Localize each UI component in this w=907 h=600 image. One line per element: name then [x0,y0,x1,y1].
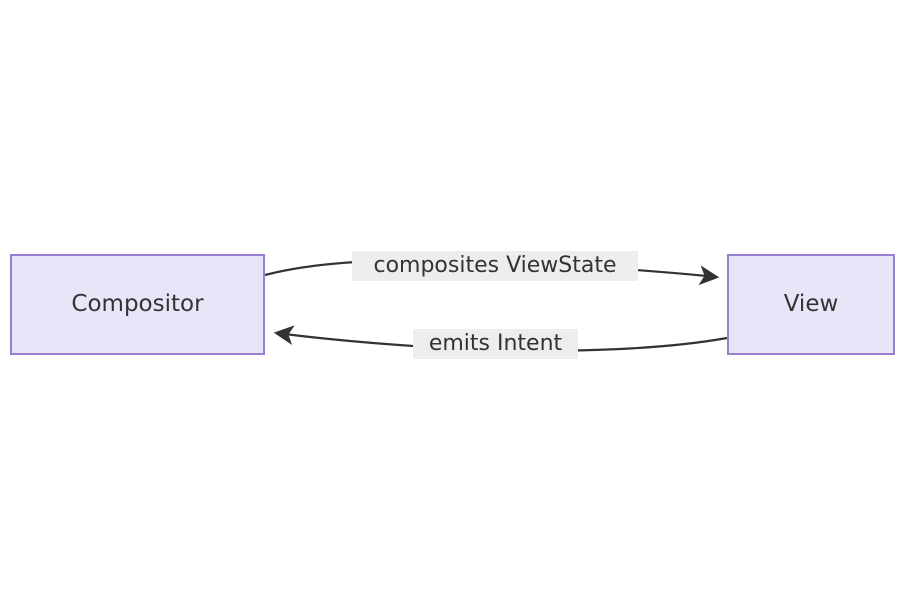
node-view-label: View [783,291,839,317]
edge-label-emits-intent: emits Intent [413,329,578,359]
node-compositor-label: Compositor [71,291,204,317]
node-view[interactable]: View [727,254,895,355]
edge-label-composites-viewstate: composites ViewState [352,251,638,281]
node-compositor[interactable]: Compositor [10,254,265,355]
